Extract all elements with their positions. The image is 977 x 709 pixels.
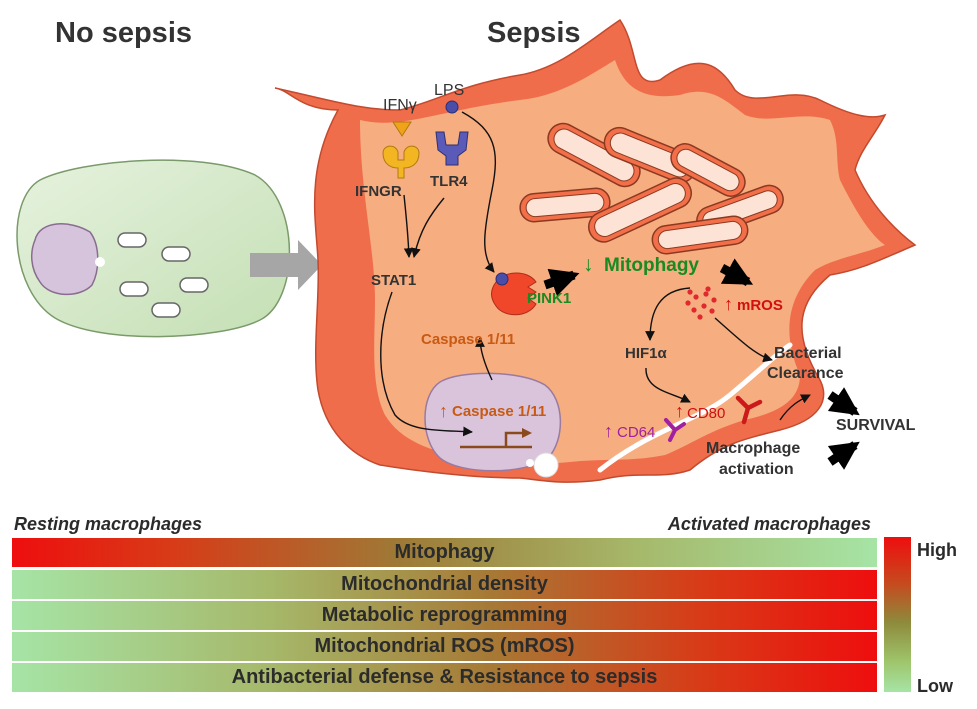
sepsis-diagram: No sepsis Sepsis	[16, 17, 917, 483]
tlr4-label: TLR4	[430, 173, 468, 190]
activated-macrophage	[274, 18, 917, 483]
pink1-label: PINK1	[527, 290, 571, 307]
activation-label-2: activation	[719, 461, 794, 478]
legend-low: Low	[917, 676, 953, 696]
cd80-up-arrow: ↑	[675, 401, 684, 421]
mitophagy-label: Mitophagy	[604, 255, 699, 276]
cd80-receptor-icon	[735, 395, 763, 425]
bacterial-label-1: Bacterial	[774, 345, 842, 362]
bacterial-label-2: Clearance	[767, 365, 844, 382]
resting-mitochondria	[117, 232, 209, 318]
bar-metabolic-reprogramming-label: Metabolic reprogramming	[321, 604, 568, 626]
resting-macrophage	[16, 159, 291, 338]
ifngr-label: IFNGR	[355, 183, 402, 200]
pathway-arrows	[380, 111, 811, 437]
thick-arrows	[543, 258, 860, 470]
bar-mitophagy-label: Mitophagy	[394, 541, 495, 563]
mros-up-arrow: ↑	[724, 294, 733, 314]
resting-nucleus	[30, 223, 99, 296]
gene-promoter-icon	[460, 431, 532, 449]
activation-label-1: Macrophage	[706, 440, 800, 457]
caspase-nuc-up-arrow: ↑	[439, 401, 448, 421]
bar-mitochondrial-density-label: Mitochondrial density	[341, 573, 548, 595]
caspase-cyto-label: Caspase 1/11	[421, 331, 515, 348]
activated-mitochondria	[519, 122, 784, 255]
hif1a-label: HIF1α	[625, 345, 668, 362]
legend-high: High	[917, 540, 957, 560]
survival-label: SURVIVAL	[836, 417, 916, 434]
mitophagy-down-arrow: ↓	[583, 253, 594, 276]
title-sepsis: Sepsis	[487, 17, 581, 49]
bar-mitochondrial-ros-label: Mitochondrial ROS (mROS)	[314, 635, 575, 657]
resting-caption: Resting macrophages	[14, 514, 203, 534]
transition-arrow	[250, 240, 322, 290]
stat1-label: STAT1	[371, 272, 416, 289]
mros-label: mROS	[737, 297, 783, 314]
mros-dots-icon	[685, 286, 717, 320]
ifngr-receptor-icon	[382, 121, 420, 179]
cd64-receptor-icon	[664, 418, 686, 442]
bar-metabolic-reprogramming: Metabolic reprogramming	[12, 601, 877, 630]
title-no-sepsis: No sepsis	[55, 17, 192, 49]
caspase-nuc-label: Caspase 1/11	[452, 403, 546, 420]
cd64-up-arrow: ↑	[604, 421, 613, 441]
bar-antibacterial-defense-label: Antibacterial defense & Resistance to se…	[231, 666, 658, 688]
bar-mitochondrial-ros: Mitochondrial ROS (mROS)	[12, 632, 877, 661]
lps-label: LPS	[434, 82, 464, 99]
cd64-label: CD64	[617, 424, 655, 441]
activated-caption: Activated macrophages	[667, 514, 871, 534]
bar-mitophagy: Mitophagy	[12, 538, 877, 567]
cd80-label: CD80	[687, 405, 725, 422]
bar-antibacterial-defense: Antibacterial defense & Resistance to se…	[12, 663, 877, 692]
pink1-icon	[491, 272, 537, 316]
activated-nucleus	[424, 372, 562, 478]
legend-color-scale	[884, 537, 911, 692]
ifng-label: IFNγ	[383, 97, 417, 114]
tlr4-receptor-icon	[435, 100, 469, 166]
bar-mitochondrial-density: Mitochondrial density	[12, 570, 877, 599]
